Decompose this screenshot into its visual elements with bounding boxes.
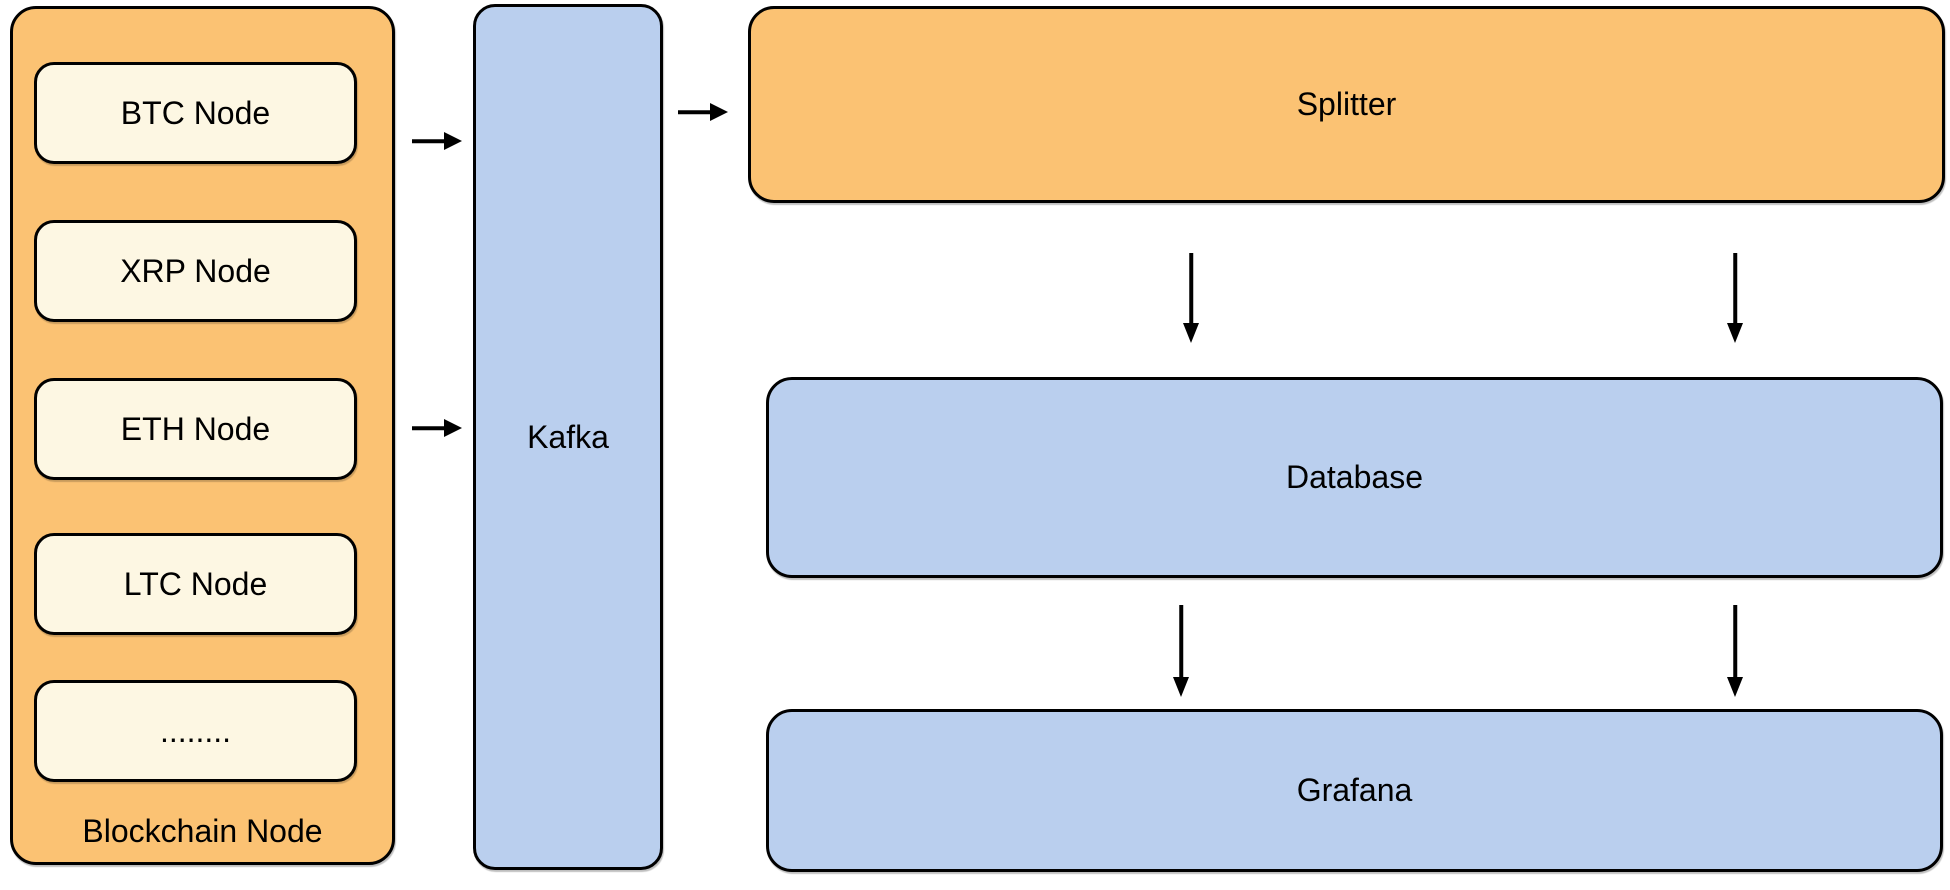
ltc-node-label: LTC Node (123, 565, 268, 602)
arrowhead-down-icon (1727, 677, 1743, 697)
arrow-eth-to-kafka (412, 418, 462, 438)
arrow-btc-to-kafka (412, 131, 462, 151)
blockchain-node-group: BTC Node XRP Node ETH Node LTC Node ....… (10, 6, 395, 865)
arrowhead-down-icon (1727, 323, 1743, 343)
kafka-box: Kafka (473, 4, 663, 870)
kafka-label: Kafka (527, 418, 609, 455)
arrow-shaft (1189, 253, 1193, 326)
blockchain-group-label: Blockchain Node (82, 813, 323, 850)
btc-node-label: BTC Node (120, 94, 271, 131)
arrow-shaft (412, 139, 447, 143)
arrowhead-down-icon (1183, 323, 1199, 343)
grafana-box: Grafana (766, 709, 1943, 872)
arrowhead-right-icon (710, 103, 728, 121)
arrow-shaft (412, 426, 447, 430)
arrow-shaft (678, 110, 713, 114)
more-nodes-label: ........ (159, 712, 232, 749)
grafana-label: Grafana (1296, 772, 1413, 809)
database-label: Database (1286, 459, 1423, 496)
arrow-database-to-grafana-right (1725, 605, 1745, 697)
arrow-database-to-grafana-left (1171, 605, 1191, 697)
more-nodes-box: ........ (34, 680, 357, 782)
arrow-shaft (1179, 605, 1183, 680)
splitter-box: Splitter (748, 6, 1945, 203)
arrow-splitter-to-database-right (1725, 253, 1745, 343)
arrowhead-right-icon (444, 132, 462, 150)
splitter-label: Splitter (1296, 86, 1397, 123)
eth-node-label: ETH Node (120, 410, 271, 447)
arrowhead-right-icon (444, 419, 462, 437)
xrp-node-label: XRP Node (120, 252, 271, 289)
arrow-shaft (1733, 253, 1737, 326)
ltc-node-box: LTC Node (34, 533, 357, 635)
eth-node-box: ETH Node (34, 378, 357, 480)
btc-node-box: BTC Node (34, 62, 357, 164)
database-box: Database (766, 377, 1943, 578)
xrp-node-box: XRP Node (34, 220, 357, 322)
arrow-kafka-to-splitter (678, 102, 728, 122)
arrowhead-down-icon (1173, 677, 1189, 697)
arrow-shaft (1733, 605, 1737, 680)
arrow-splitter-to-database-left (1181, 253, 1201, 343)
